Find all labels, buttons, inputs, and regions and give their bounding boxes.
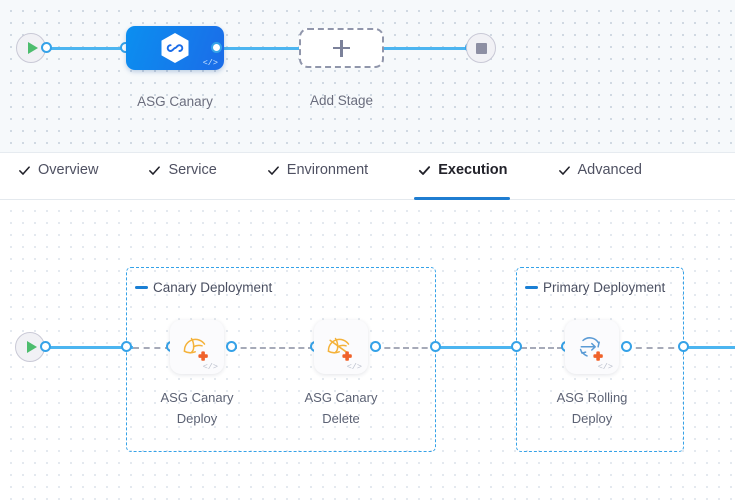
tab-service[interactable]: Service	[144, 153, 232, 199]
port-group2-boundary-in[interactable]	[511, 341, 522, 352]
asg-canary-deploy-icon	[183, 338, 208, 362]
add-stage-button[interactable]	[299, 28, 384, 68]
tab-label-execution: Execution	[438, 162, 508, 179]
exec-link-start-to-group1	[43, 346, 133, 349]
step-label-line1: ASG Canary	[304, 390, 378, 405]
exec-link-deploy-to-delete	[231, 347, 314, 349]
step-code-glyph: </>	[597, 361, 613, 372]
tab-label-service: Service	[168, 162, 217, 179]
pipeline-start-node[interactable]	[16, 33, 46, 63]
tab-label-overview: Overview	[38, 162, 99, 179]
check-icon	[267, 166, 279, 175]
port-group1-boundary-in[interactable]	[121, 341, 132, 352]
tab-execution[interactable]: Execution	[414, 153, 523, 200]
pipeline-end-node[interactable]	[466, 33, 496, 63]
port-delete-out[interactable]	[370, 341, 381, 352]
tab-overview[interactable]: Overview	[14, 153, 114, 199]
step-label-line1: ASG Canary	[160, 390, 234, 405]
stage-link-start-to-canary	[44, 47, 134, 50]
asg-canary-delete-icon	[327, 338, 352, 362]
collapse-dash-icon	[525, 286, 538, 289]
port-deploy-out[interactable]	[226, 341, 237, 352]
stage-node-asg-canary[interactable]: </>	[126, 26, 224, 70]
step-label-line2: Delete	[322, 410, 360, 426]
exec-link-g1-exit	[375, 347, 437, 349]
execution-start-node[interactable]	[15, 332, 45, 362]
play-icon	[27, 42, 38, 54]
group-label-text-primary: Primary Deployment	[543, 280, 666, 295]
tab-advanced[interactable]: Advanced	[554, 153, 659, 199]
check-icon	[558, 166, 570, 175]
group-label-text-canary: Canary Deployment	[153, 280, 273, 295]
stage-link-canary-to-add	[216, 47, 302, 50]
tab-label-environment: Environment	[286, 162, 369, 179]
exec-link-g1-entry	[133, 347, 171, 349]
collapse-dash-icon	[135, 286, 148, 289]
step-label-line1: ASG Rolling	[556, 390, 628, 405]
step-node-asg-canary-delete[interactable]: </>	[314, 320, 368, 374]
add-stage-label: Add Stage	[309, 93, 374, 108]
plus-badge	[593, 351, 603, 362]
execution-canvas[interactable]: Canary Deployment Primary Deployment	[0, 200, 735, 501]
plus-icon-vertical	[340, 39, 343, 57]
step-label-asg-rolling-deploy: ASG Rolling Deploy	[532, 388, 652, 430]
port-rolling-out[interactable]	[621, 341, 632, 352]
step-label-asg-canary-deploy: ASG Canary Deploy	[137, 388, 257, 430]
stage-code-glyph: </>	[202, 57, 218, 68]
harness-hexagon-icon	[161, 33, 189, 63]
tab-environment[interactable]: Environment	[263, 153, 384, 199]
step-code-glyph: </>	[346, 361, 362, 372]
stage-tabbar: Overview Service Environment Execution	[0, 153, 735, 200]
plus-badge	[342, 351, 352, 362]
group-label-primary-deployment[interactable]: Primary Deployment	[525, 280, 665, 295]
stage-label-asg-canary: ASG Canary	[137, 94, 213, 109]
step-label-asg-canary-delete: ASG Canary Delete	[281, 388, 401, 430]
play-icon	[26, 341, 37, 353]
step-code-glyph: </>	[202, 361, 218, 372]
port-group2-boundary-out[interactable]	[678, 341, 689, 352]
group-label-canary-deployment[interactable]: Canary Deployment	[135, 280, 272, 295]
stop-icon	[475, 42, 487, 54]
exec-link-g2-exit	[625, 347, 685, 349]
stage-link-add-to-end	[383, 47, 469, 50]
group-primary-deployment[interactable]	[516, 267, 684, 452]
step-label-line2: Deploy	[571, 410, 613, 426]
exec-link-g2-entry	[521, 347, 563, 349]
port-canary-out[interactable]	[211, 42, 222, 53]
check-icon	[419, 166, 431, 175]
plus-badge	[198, 351, 208, 362]
exec-link-group2-to-next	[683, 346, 735, 349]
stage-canvas[interactable]: </> ASG Canary Add Stage	[0, 0, 735, 153]
group-canary-deployment[interactable]	[126, 267, 436, 452]
check-icon	[19, 166, 30, 175]
check-icon	[149, 166, 161, 175]
port-start-out[interactable]	[41, 42, 52, 53]
step-node-asg-rolling-deploy[interactable]: </>	[565, 320, 619, 374]
port-group1-boundary-out[interactable]	[430, 341, 441, 352]
exec-link-group1-to-group2	[435, 346, 521, 349]
step-label-line2: Deploy	[176, 410, 218, 426]
tab-label-advanced: Advanced	[577, 162, 643, 179]
port-exec-start-out[interactable]	[40, 341, 51, 352]
step-node-asg-canary-deploy[interactable]: </>	[170, 320, 224, 374]
asg-rolling-deploy-icon	[579, 337, 603, 362]
